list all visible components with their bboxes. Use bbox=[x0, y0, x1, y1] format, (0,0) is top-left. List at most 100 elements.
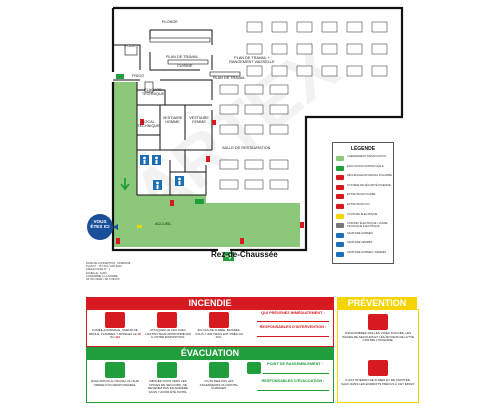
dining-table bbox=[346, 21, 363, 33]
evacuation-step-3: N'UTILISEZ PAS LES ASCENSEURS OU MONTE-C… bbox=[199, 379, 239, 391]
legend: LÉGENDE CHEMINEMENT D'ÉVACUATION ÉVACUATI… bbox=[332, 142, 394, 264]
room-salle-restauration: SALLE DE RESTAURATION bbox=[222, 146, 271, 150]
legend-item: CHEMINEMENT D'ÉVACUATION bbox=[336, 155, 392, 163]
room-four: FOUR bbox=[125, 44, 136, 48]
evacuation-field-2-label: RESPONSABLES D'ÉVACUATION : bbox=[261, 379, 325, 383]
evacuation-header: ÉVACUATION bbox=[86, 347, 334, 359]
legend-item: SANITAIRE HOMMES bbox=[336, 232, 392, 240]
legend-swatch-icon bbox=[336, 184, 344, 190]
legend-item-label: EXTINCTEUR CO2 bbox=[347, 203, 370, 206]
incendie-panel: FUMÉE ANORMALE, ODEUR DE BRÛLÉ, FLAMMES … bbox=[86, 309, 334, 347]
no-smoking-icon bbox=[368, 360, 388, 376]
legend-swatch-icon bbox=[336, 252, 344, 257]
room-placard-technique: PLACARD TECHNIQUE bbox=[141, 88, 165, 97]
dining-table bbox=[269, 104, 289, 115]
evacuation-step-2: DIRIGEZ-VOUS VERS LES ISSUES DE SECOURS.… bbox=[148, 379, 188, 394]
info-line: ÉCHELLE : 1/200 bbox=[86, 271, 107, 275]
dining-table bbox=[346, 65, 363, 77]
dining-table bbox=[219, 179, 239, 190]
dining-table bbox=[269, 84, 289, 95]
dining-table bbox=[296, 43, 313, 55]
no-obstruction-icon bbox=[368, 314, 388, 330]
info-line: DATE DE CONCEPTION : 01/08/2019 bbox=[86, 262, 131, 265]
legend-item: COFFRET ÉLECTRIQUE / VANNE TECHNIQUE ÉLE… bbox=[336, 222, 392, 230]
dining-table bbox=[269, 159, 289, 170]
legend-title: LÉGENDE bbox=[350, 146, 376, 152]
room-plonge: PLONGE bbox=[162, 20, 178, 24]
you-are-here-marker bbox=[87, 214, 118, 240]
legend-swatch-icon bbox=[336, 194, 344, 200]
legend-item: COUPURE ÉLECTRIQUE bbox=[336, 213, 392, 221]
dining-table bbox=[271, 43, 288, 55]
extinguisher-icon bbox=[157, 312, 177, 328]
legend-item-label: COFFRET ÉLECTRIQUE / VANNE TECHNIQUE ÉLE… bbox=[347, 222, 388, 229]
info-line: PLAN N° : 75 / 001 / ART-3010 bbox=[86, 265, 122, 269]
legend-item-label: CHEMINEMENT D'ÉVACUATION bbox=[347, 155, 386, 158]
legend-item-label: DÉCLENCHEUR MANUEL D'ALARME bbox=[347, 174, 392, 178]
emergency-exit-icon bbox=[157, 362, 177, 378]
room-cuisine: CUISINE bbox=[177, 64, 193, 68]
dining-table bbox=[269, 179, 289, 190]
legend-item: SYSTÈME DE SÉCURITÉ INCENDIE bbox=[336, 184, 392, 192]
evacuation-field-1-line bbox=[263, 373, 329, 374]
dining-table bbox=[219, 124, 239, 135]
legend-item-label: SANITAIRE HOMMES bbox=[347, 231, 373, 235]
room-frigo: FRIGO bbox=[132, 74, 145, 78]
room-local-technique: LOCAL TECHNIQUE bbox=[137, 120, 160, 129]
legend-swatch-icon bbox=[336, 165, 344, 171]
smoke-crouch-icon bbox=[209, 312, 229, 328]
no-elevator-icon bbox=[209, 362, 229, 378]
alarm-signal-icon bbox=[105, 362, 125, 378]
info-line: CONFORME À LA NORME bbox=[86, 274, 118, 278]
legend-swatch-icon bbox=[336, 223, 344, 229]
room-accueil: ACCUEIL bbox=[155, 222, 172, 226]
evacuation-panel: ÉVALUATION AU SIGNAL OU SUR ORDRE D'UN R… bbox=[86, 359, 334, 403]
room-plan-travail-vaisselle: PLAN DE TRAVAIL + RANGEMENT VAISSELLE bbox=[229, 56, 275, 65]
prevention-item-1: N'ENCOMBREZ PAS LES VOIES D'ACCÈS, LES I… bbox=[342, 331, 414, 343]
safety-markers bbox=[116, 74, 304, 261]
incendie-field-2-label: RESPONSABLES D'INTERVENTION : bbox=[259, 325, 327, 329]
dining-table bbox=[219, 159, 239, 170]
legend-swatch-icon bbox=[336, 204, 344, 209]
legend-item: ÉVACUATION SORTIE FINALE bbox=[336, 165, 392, 173]
legend-item: EXTINCTEUR POUDRE bbox=[336, 193, 392, 201]
legend-item-label: SYSTÈME DE SÉCURITÉ INCENDIE bbox=[347, 183, 391, 187]
dining-table bbox=[371, 21, 388, 33]
dining-table bbox=[271, 21, 288, 33]
legend-item: SANITAIRE HOMMES / FEMMES bbox=[336, 251, 392, 259]
legend-item-label: EXTINCTEUR POUDRE bbox=[347, 193, 376, 197]
dining-table bbox=[219, 104, 239, 115]
legend-item: EXTINCTEUR CO2 bbox=[336, 203, 392, 211]
legend-item-label: COUPURE ÉLECTRIQUE bbox=[347, 212, 378, 216]
room-vestiaire-homme: VESTIAIRE HOMME bbox=[162, 116, 183, 125]
incendie-field-2-line bbox=[257, 336, 329, 337]
you-are-here-label: VOUS ÊTES ICI bbox=[90, 219, 110, 229]
prevention-header: PRÉVENTION bbox=[337, 297, 417, 309]
incendie-step-1: FUMÉE ANORMALE, ODEUR DE BRÛLÉ, FLAMMES … bbox=[89, 328, 141, 340]
info-line: NF ISO 23601 / NF X 08-070 bbox=[86, 278, 120, 282]
dining-table bbox=[244, 179, 264, 190]
legend-item: SANITAIRE FEMMES bbox=[336, 241, 392, 249]
dining-table bbox=[269, 124, 289, 135]
incendie-step-2: ATTAQUEZ LE FEU AVEC L'EXTINCTEUR APPROP… bbox=[145, 328, 191, 340]
legend-item-label: SANITAIRE FEMMES bbox=[347, 241, 373, 245]
legend-swatch-icon bbox=[336, 175, 344, 181]
dining-table bbox=[371, 65, 388, 77]
plan-info: DATE DE CONCEPTION : 01/08/2019 PLAN N° … bbox=[86, 262, 186, 281]
dining-table bbox=[321, 21, 338, 33]
toilet-icons bbox=[140, 155, 184, 190]
dining-table bbox=[371, 43, 388, 55]
info-line: ANGLE D'AXE N° : 1 bbox=[86, 268, 111, 272]
dining-table bbox=[246, 65, 263, 77]
floor-title: Rez-de-Chaussée bbox=[211, 250, 278, 259]
legend-swatch-icon bbox=[336, 156, 344, 161]
dining-table bbox=[219, 84, 239, 95]
legend-item-label: ÉVACUATION SORTIE FINALE bbox=[347, 164, 384, 168]
incendie-header: INCENDIE bbox=[86, 297, 334, 309]
legend-swatch-icon bbox=[336, 232, 344, 238]
dining-table bbox=[321, 65, 338, 77]
room-plan-travail-2: PLAN DE TRAVAIL bbox=[213, 76, 246, 80]
evacuation-field-2-line bbox=[257, 390, 329, 391]
assembly-point-icon bbox=[247, 362, 261, 374]
